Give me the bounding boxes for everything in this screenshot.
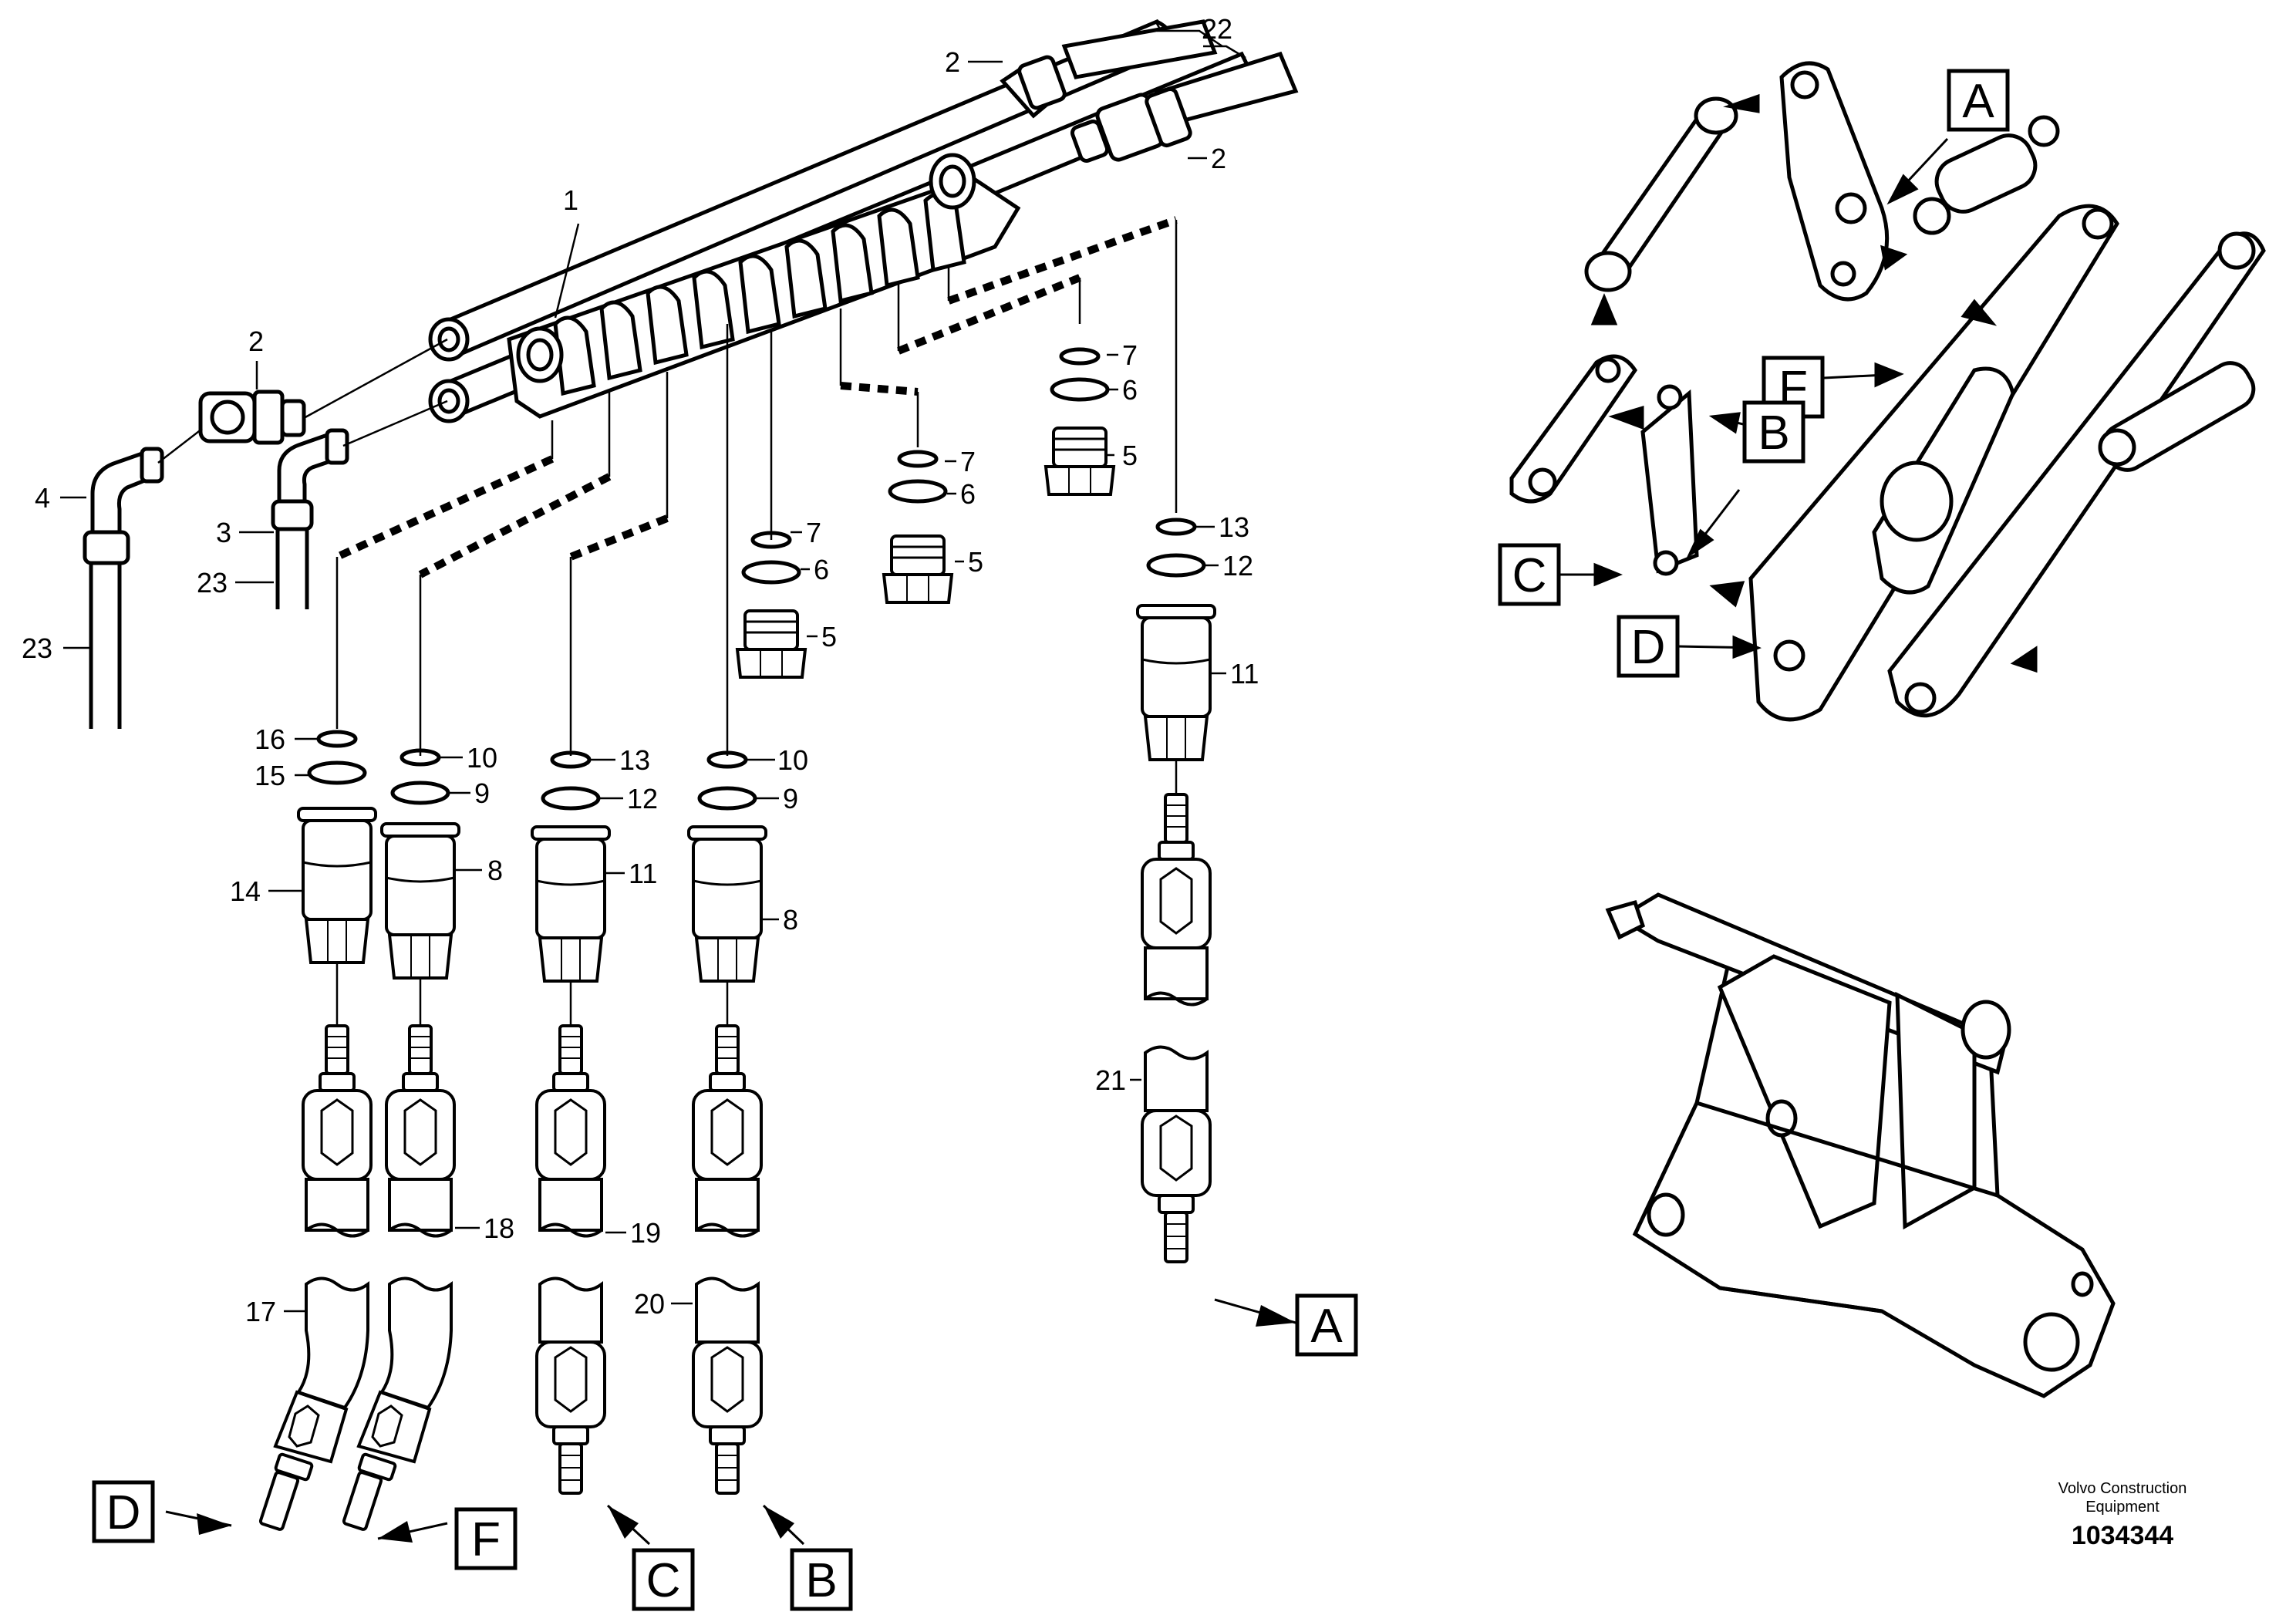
svg-text:A: A bbox=[1310, 1300, 1343, 1353]
svg-text:A: A bbox=[1962, 75, 1994, 128]
fitting-2-top bbox=[1000, 55, 1067, 119]
seal-set-col-1000 bbox=[736, 533, 807, 679]
seal-set-col-1190 bbox=[882, 452, 953, 604]
callout-15: 15 bbox=[255, 760, 285, 791]
callout-1: 1 bbox=[563, 184, 578, 216]
hose-assembly-col-943 bbox=[687, 753, 767, 1495]
svg-text:B: B bbox=[1758, 406, 1789, 460]
brand-line-1: Volvo Construction bbox=[2058, 1480, 2187, 1497]
connection-box-A-inset: A bbox=[1949, 71, 2008, 130]
callout-numbers: 1 2 22 2 2 4 3 23 23 7 6 5 7 6 5 7 6 5 1… bbox=[22, 13, 1259, 1327]
manifold-tube-upper bbox=[428, 19, 1175, 362]
callout-10: 10 bbox=[467, 742, 497, 774]
frame-inset bbox=[1605, 892, 2116, 1398]
linkage-inset-arrows bbox=[1590, 93, 2038, 673]
callout-21: 21 bbox=[1095, 1064, 1126, 1096]
callout-5: 5 bbox=[1122, 440, 1138, 471]
callout-2: 2 bbox=[945, 46, 960, 78]
connection-box-D-bottom: D bbox=[94, 1482, 232, 1541]
pipe-23 bbox=[89, 529, 309, 729]
callout-9: 9 bbox=[783, 783, 798, 814]
connection-box-F-bottom: F bbox=[377, 1509, 515, 1568]
callout-7: 7 bbox=[1122, 339, 1138, 371]
callout-5: 5 bbox=[968, 546, 983, 578]
callout-19: 19 bbox=[630, 1217, 661, 1249]
callout-8: 8 bbox=[487, 855, 503, 886]
callout-6: 6 bbox=[1122, 374, 1138, 406]
callout-7: 7 bbox=[806, 517, 821, 548]
hose-assembly-col-545 bbox=[341, 750, 460, 1532]
connection-box-C-bottom: C bbox=[606, 1504, 693, 1609]
callout-13: 13 bbox=[619, 744, 650, 776]
hose-assembly-col-1525 bbox=[1136, 520, 1216, 1263]
document-number: 1034344 bbox=[2071, 1521, 2174, 1550]
callout-10: 10 bbox=[777, 744, 808, 776]
callout-12: 12 bbox=[1222, 550, 1253, 582]
brand-line-2: Equipment bbox=[2085, 1499, 2159, 1516]
elbow-guide-lines bbox=[157, 338, 448, 464]
callout-18: 18 bbox=[484, 1212, 514, 1244]
callout-5: 5 bbox=[821, 621, 837, 653]
elbow-3 bbox=[271, 428, 349, 531]
callout-9: 9 bbox=[474, 777, 490, 809]
callout-3: 3 bbox=[216, 517, 231, 548]
fitting-2-left bbox=[198, 389, 306, 445]
callout-13: 13 bbox=[1219, 511, 1249, 543]
hose-assembly-col-740 bbox=[531, 753, 611, 1495]
svg-text:C: C bbox=[1512, 549, 1547, 602]
svg-text:D: D bbox=[106, 1486, 141, 1539]
svg-text:C: C bbox=[646, 1554, 681, 1607]
callout-22: 22 bbox=[1202, 13, 1232, 45]
svg-text:D: D bbox=[1631, 621, 1666, 674]
connection-box-C-inset: C bbox=[1500, 545, 1559, 604]
hose-assembly-col-437 bbox=[258, 732, 377, 1532]
callout-7: 7 bbox=[960, 446, 976, 477]
callout-23: 23 bbox=[22, 632, 52, 664]
callout-16: 16 bbox=[255, 723, 285, 755]
callout-14: 14 bbox=[230, 875, 261, 907]
callout-4: 4 bbox=[35, 482, 50, 514]
callout-11: 11 bbox=[629, 858, 657, 889]
callout-6: 6 bbox=[960, 478, 976, 510]
callout-8: 8 bbox=[783, 904, 798, 936]
svg-text:F: F bbox=[471, 1513, 501, 1566]
connection-box-D-inset: D bbox=[1619, 617, 1677, 676]
callout-23: 23 bbox=[197, 567, 228, 599]
connection-box-B-bottom: B bbox=[762, 1504, 851, 1609]
hose-routing-lines bbox=[335, 216, 1178, 756]
linkage-inset-leaders bbox=[1558, 137, 1949, 659]
callout-12: 12 bbox=[627, 783, 658, 814]
fitting-2-right bbox=[1070, 86, 1192, 164]
callout-2: 2 bbox=[248, 325, 264, 357]
callout-20: 20 bbox=[634, 1288, 665, 1320]
connection-box-B-inset: B bbox=[1745, 403, 1803, 461]
callout-11: 11 bbox=[1230, 658, 1259, 690]
callout-leaders bbox=[60, 29, 1246, 1313]
elbow-4 bbox=[83, 447, 164, 565]
callout-2: 2 bbox=[1211, 143, 1226, 174]
connection-box-A-bottom: A bbox=[1214, 1296, 1356, 1354]
manifold-block bbox=[507, 153, 1021, 419]
seal-set-col-1400 bbox=[1044, 349, 1115, 496]
callout-6: 6 bbox=[814, 554, 829, 585]
footer: Volvo Construction Equipment 1034344 bbox=[2007, 1479, 2238, 1551]
svg-text:B: B bbox=[805, 1554, 837, 1607]
callout-17: 17 bbox=[245, 1296, 276, 1327]
